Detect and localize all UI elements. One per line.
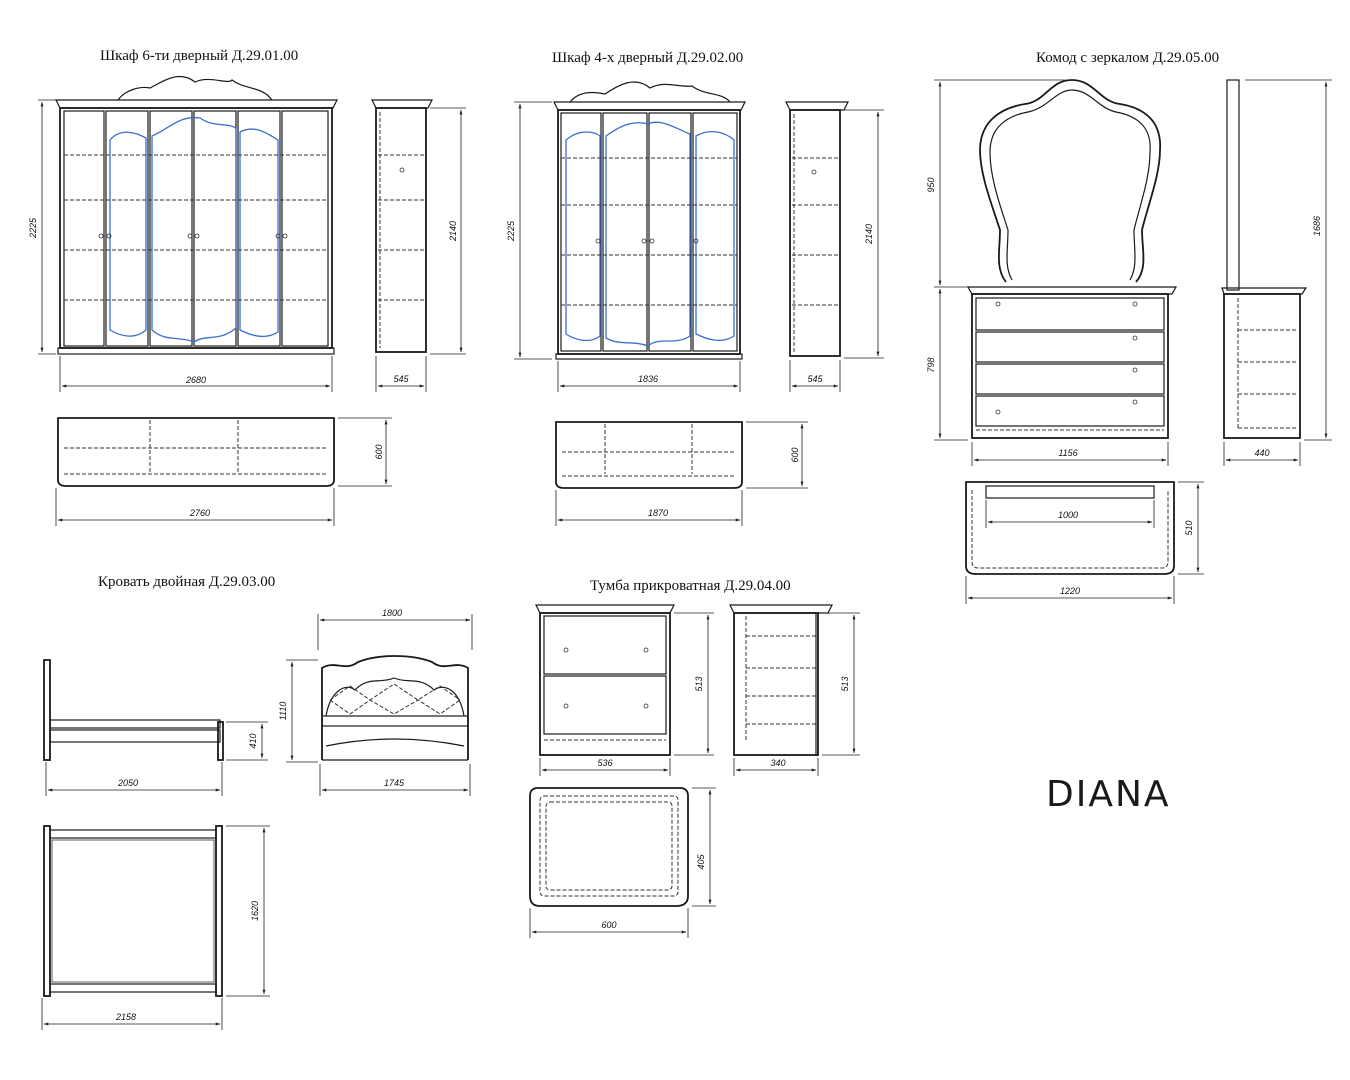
nightstand-front (539, 612, 671, 756)
double-bed: Кровать двойная Д.29.03.00 410 2050 1800… (41, 574, 473, 1030)
wardrobe-6-height-label: 2225 (28, 217, 38, 239)
nightstand: Тумба прикроватная Д.29.04.00 513 536 51… (529, 578, 860, 938)
wardrobe-6-crown (117, 75, 273, 101)
wardrobe-6-cornice (55, 99, 338, 109)
dresser-mirror-side (1226, 79, 1240, 291)
wardrobe-4-depth-label: 545 (807, 374, 823, 384)
wardrobe-6-glass-left (109, 131, 147, 337)
wardrobe-4-inner-height-label: 2140 (864, 224, 874, 245)
bed-side-headboard (43, 659, 51, 761)
nightstand-width-label: 536 (597, 758, 612, 768)
wardrobe-6-side (375, 107, 427, 353)
wardrobe-6-depth-label: 545 (393, 374, 409, 384)
bed-plan (51, 839, 215, 983)
bed-headboard (321, 655, 469, 760)
dresser-title: Комод с зеркалом Д.29.05.00 (1036, 50, 1219, 66)
dresser-mirror-inner (989, 89, 1151, 281)
nightstand-title: Тумба прикроватная Д.29.04.00 (590, 578, 791, 594)
brand-name: DIANA (1046, 774, 1171, 815)
wardrobe-6-plinth (57, 347, 335, 355)
wardrobe-6-width-label: 2680 (185, 375, 206, 385)
dresser-with-mirror: Комод с зеркалом Д.29.05.00 950 798 1156 (926, 50, 1332, 604)
wardrobe-4-height-label: 2225 (506, 220, 516, 242)
dresser-plan-depth-label: 510 (1184, 520, 1194, 535)
wardrobe-6-plan-depth-label: 600 (374, 444, 384, 459)
dresser-width-label: 1156 (1058, 448, 1077, 458)
bed-plan-length-label: 2158 (115, 1012, 136, 1022)
wardrobe-4-crown (569, 81, 731, 103)
wardrobe-4-side (789, 109, 841, 357)
bed-title: Кровать двойная Д.29.03.00 (98, 574, 275, 590)
dresser-total-height-label: 1686 (1312, 216, 1322, 236)
wardrobe-4-plan (555, 421, 743, 489)
wardrobe-6-inner-height-label: 2140 (448, 221, 458, 242)
bed-plan-width-label: 1620 (250, 901, 260, 921)
nightstand-plan (529, 787, 689, 907)
wardrobe-6-glass-right (239, 128, 279, 338)
wardrobe-6-title: Шкаф 6-ти дверный Д.29.01.00 (100, 48, 298, 64)
bed-headboard-width-label: 1800 (382, 608, 402, 618)
dresser-depth-label: 440 (1254, 448, 1269, 458)
wardrobe-6-body (59, 107, 333, 349)
bed-front-width-label: 1745 (384, 778, 405, 788)
wardrobe-4-width-label: 1836 (638, 374, 658, 384)
dresser-plan (965, 481, 1175, 575)
dresser-plan-inner-label: 1000 (1058, 510, 1078, 520)
wardrobe-4-door: Шкаф 4-х дверный Д.29.02.00 2225 1836 (506, 50, 884, 526)
nightstand-height-label: 513 (694, 676, 704, 691)
bed-length-label: 2050 (117, 778, 138, 788)
wardrobe-6-plan (57, 417, 335, 487)
nightstand-plan-depth-label: 405 (696, 854, 706, 870)
wardrobe-6-glass-center (151, 116, 237, 343)
dresser-side (1223, 293, 1301, 439)
dresser-plan-width-label: 1220 (1060, 586, 1080, 596)
bed-headboard-height-label: 1110 (278, 702, 288, 721)
wardrobe-4-title: Шкаф 4-х дверный Д.29.02.00 (552, 50, 743, 66)
wardrobe-6-door: Шкаф 6-ти дверный Д.29.01.00 (28, 48, 466, 526)
dresser-mirror-height-label: 950 (926, 177, 936, 192)
dresser-mirror-outer (979, 79, 1161, 283)
nightstand-side-height-label: 513 (840, 676, 850, 691)
dresser-body-height-label: 798 (926, 357, 936, 372)
wardrobe-4-plan-depth-label: 600 (790, 447, 800, 462)
dresser-body (971, 293, 1169, 439)
nightstand-plan-width-label: 600 (601, 920, 616, 930)
nightstand-depth-label: 340 (770, 758, 785, 768)
nightstand-side (733, 612, 819, 756)
bed-frame-height-label: 410 (248, 733, 258, 748)
wardrobe-4-plan-width-label: 1870 (648, 508, 668, 518)
wardrobe-6-plan-width-label: 2760 (189, 508, 210, 518)
